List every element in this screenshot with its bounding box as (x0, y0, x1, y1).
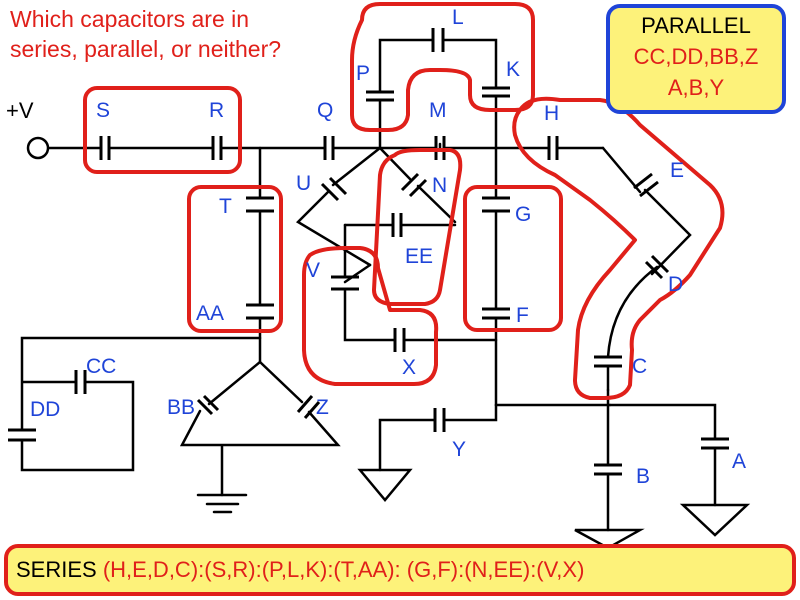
label-l: L (452, 6, 464, 29)
highlight-h-e-d-c (512, 96, 725, 400)
label-p: P (356, 62, 370, 85)
highlight-t-aa (187, 185, 283, 333)
wires (20, 38, 751, 550)
label-b: B (636, 465, 650, 488)
question-text: Which capacitors are in series, parallel… (10, 4, 355, 64)
label-y: Y (452, 438, 466, 461)
label-t: T (219, 195, 232, 218)
label-x: X (402, 356, 416, 379)
highlight-g-f (463, 185, 563, 332)
label-c: C (632, 355, 647, 378)
parallel-line-1: CC,DD,BB,Z (633, 44, 759, 69)
label-k: K (506, 58, 520, 81)
capacitor-plates (8, 28, 729, 476)
parallel-line-2: A,B,Y (667, 75, 725, 100)
highlight-v-x (302, 246, 439, 386)
label-r: R (209, 99, 224, 122)
label-bb: BB (167, 396, 195, 419)
label-f: F (516, 304, 529, 327)
label-cc: CC (86, 355, 116, 378)
series-title: SERIES (16, 557, 103, 582)
label-g: G (515, 203, 531, 226)
question-line-2: series, parallel, or neither? (10, 36, 282, 62)
label-z: Z (316, 396, 329, 419)
highlight-outlines (83, 2, 725, 400)
capacitor-labels: S R Q M H L P K U N EE T AA G F V X E D … (30, 6, 746, 488)
label-a: A (732, 450, 746, 473)
highlight-s-r (83, 86, 242, 174)
label-n: N (432, 174, 447, 197)
highlight-p-l-k (350, 2, 535, 132)
label-s: S (96, 99, 110, 122)
label-v: V (306, 259, 320, 282)
label-dd: DD (30, 398, 60, 421)
label-ee: EE (405, 245, 433, 268)
label-h: H (544, 102, 559, 125)
label-aa: AA (196, 302, 224, 325)
label-q: Q (317, 99, 333, 122)
label-d: D (668, 273, 683, 296)
label-e: E (670, 159, 684, 182)
source-label: +V (6, 98, 34, 123)
label-u: U (296, 172, 311, 195)
source-terminal (26, 136, 50, 160)
series-answer-box: SERIES (H,E,D,C):(S,R):(P,L,K):(T,AA): (… (4, 544, 796, 596)
question-line-1: Which capacitors are in (10, 6, 250, 32)
series-groups: (H,E,D,C):(S,R):(P,L,K):(T,AA): (G,F):(N… (102, 557, 585, 582)
parallel-title: PARALLEL (641, 13, 751, 38)
parallel-answer-box: PARALLEL CC,DD,BB,Z A,B,Y (606, 4, 786, 114)
label-m: M (429, 99, 447, 122)
highlight-n-ee (372, 148, 463, 306)
